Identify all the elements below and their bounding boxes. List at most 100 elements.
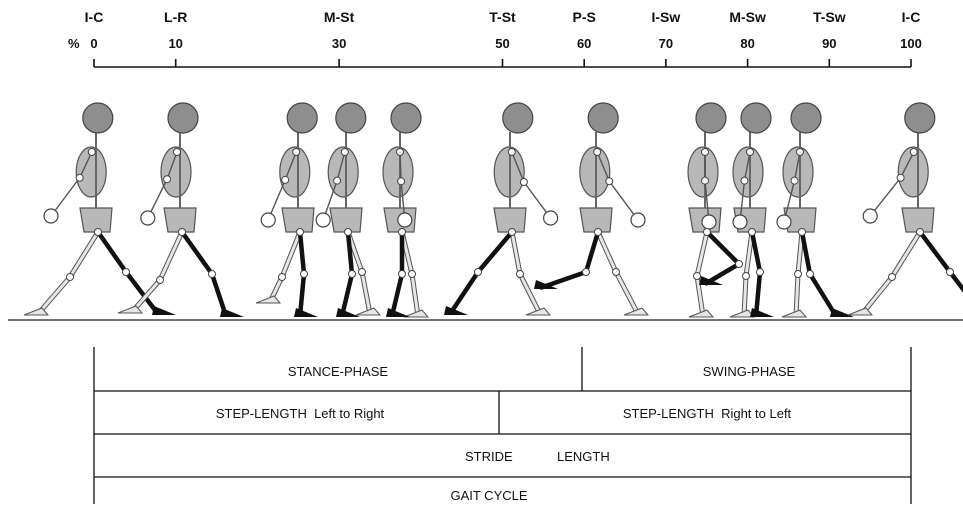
leg-joint xyxy=(345,229,352,236)
head xyxy=(588,103,618,133)
arm-joint xyxy=(164,176,171,183)
leg-joint xyxy=(947,269,954,276)
phase-abbrev-t-st: T-St xyxy=(489,9,516,25)
pelvis xyxy=(494,208,526,232)
hand xyxy=(631,213,645,227)
percent-label-30: 30 xyxy=(332,36,346,51)
pelvis xyxy=(282,208,314,232)
gait-cycle-label: GAIT CYCLE xyxy=(450,488,527,503)
arm-joint xyxy=(282,176,289,183)
leg-joint xyxy=(209,271,216,278)
phase-abbrev-l-r: L-R xyxy=(164,9,187,25)
head xyxy=(336,103,366,133)
percent-label-60: 60 xyxy=(577,36,591,51)
arm-joint xyxy=(397,149,404,156)
arm-joint xyxy=(747,149,754,156)
leg-joint xyxy=(694,273,701,280)
arm-joint xyxy=(594,149,601,156)
phase-abbrev-p-s: P-S xyxy=(573,9,596,25)
light-leg-fill xyxy=(270,232,300,302)
walking-figure-11 xyxy=(848,103,963,315)
dark-leg xyxy=(920,232,963,314)
percent-label-100: 100 xyxy=(900,36,922,51)
walking-figure-10 xyxy=(777,103,854,317)
head xyxy=(168,103,198,133)
arm-joint xyxy=(741,177,748,184)
phase-abbrev-m-st: M-St xyxy=(324,9,355,25)
light-foot xyxy=(256,296,280,303)
pelvis xyxy=(164,208,196,232)
percent-label-50: 50 xyxy=(495,36,509,51)
leg-joint xyxy=(301,271,308,278)
leg-joint xyxy=(807,271,814,278)
arm-joint xyxy=(797,149,804,156)
leg-joint xyxy=(297,229,304,236)
pelvis xyxy=(330,208,362,232)
walking-figures xyxy=(24,103,963,317)
dark-leg xyxy=(705,232,739,284)
head xyxy=(696,103,726,133)
phase-abbrev-i-c: I-C xyxy=(902,9,921,25)
phase-abbrev-i-c: I-C xyxy=(85,9,104,25)
head xyxy=(391,103,421,133)
head xyxy=(83,103,113,133)
pelvis xyxy=(902,208,934,232)
light-leg-fill xyxy=(38,232,98,314)
dark-leg xyxy=(182,232,226,316)
hand xyxy=(863,209,877,223)
stance-phase-label: STANCE-PHASE xyxy=(288,364,388,379)
percent-label-90: 90 xyxy=(822,36,836,51)
leg-joint xyxy=(123,269,130,276)
leg-joint xyxy=(509,229,516,236)
leg-joint xyxy=(795,271,802,278)
leg-joint xyxy=(359,269,366,276)
leg-joint xyxy=(595,229,602,236)
arm-joint xyxy=(88,149,95,156)
dark-foot xyxy=(750,308,774,317)
hand xyxy=(777,215,791,229)
arm-joint xyxy=(791,177,798,184)
walking-figure-9 xyxy=(730,103,774,317)
step-length-right-left-label: STEP-LENGTH Right to Left xyxy=(623,406,792,421)
dark-foot xyxy=(386,308,410,317)
walking-figure-3 xyxy=(256,103,318,317)
leg-joint xyxy=(799,229,806,236)
leg-joint xyxy=(279,274,286,281)
leg-joint xyxy=(409,271,416,278)
light-leg xyxy=(132,232,182,312)
head xyxy=(791,103,821,133)
leg-joint xyxy=(757,269,764,276)
head xyxy=(905,103,935,133)
leg-joint xyxy=(179,229,186,236)
leg-joint xyxy=(749,229,756,236)
arm-joint xyxy=(520,179,527,186)
head xyxy=(287,103,317,133)
dark-leg xyxy=(540,232,598,288)
percent-scale: % I-C0L-R10M-St30T-St50P-S60I-Sw70M-Sw80… xyxy=(68,9,922,67)
arm-joint xyxy=(334,177,341,184)
arm-joint xyxy=(76,174,83,181)
length-label: LENGTH xyxy=(557,449,610,464)
arm-joint xyxy=(174,149,181,156)
percent-label-80: 80 xyxy=(740,36,754,51)
stride-label: STRIDE xyxy=(465,449,513,464)
arm-joint xyxy=(508,149,515,156)
percent-label-70: 70 xyxy=(659,36,673,51)
leg-joint xyxy=(517,271,524,278)
arm-joint xyxy=(341,149,348,156)
leg-joint xyxy=(475,269,482,276)
leg-joint xyxy=(583,269,590,276)
dark-foot xyxy=(152,306,176,315)
hand xyxy=(141,211,155,225)
percent-label-0: 0 xyxy=(90,36,97,51)
hand xyxy=(261,213,275,227)
hand xyxy=(44,209,58,223)
leg-joint xyxy=(67,274,74,281)
head xyxy=(503,103,533,133)
dark-foot xyxy=(336,308,360,317)
step-length-left-right-label: STEP-LENGTH Left to Right xyxy=(216,406,385,421)
percent-symbol: % xyxy=(68,36,80,51)
light-leg-fill xyxy=(862,232,920,314)
phase-abbrev-m-sw: M-Sw xyxy=(729,9,766,25)
